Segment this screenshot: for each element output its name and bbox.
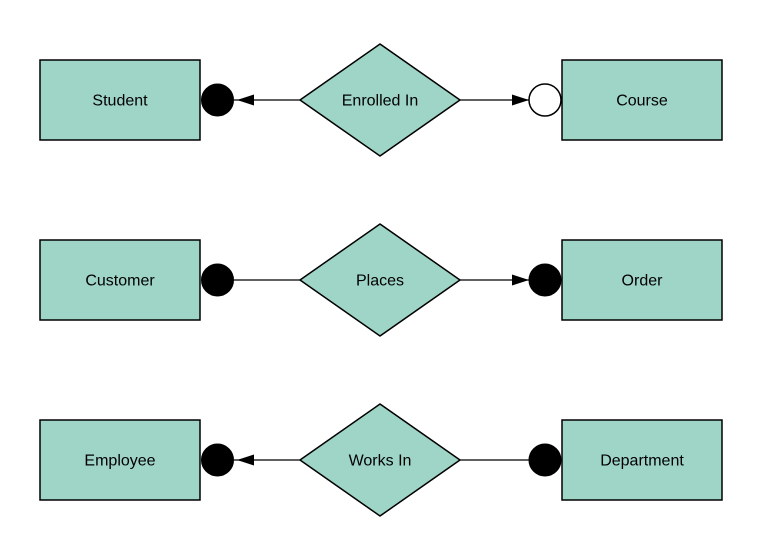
entity-box-student: [39, 59, 201, 141]
filled-circle-marker: [528, 443, 562, 477]
entity-label: Department: [600, 453, 684, 470]
entity-box-department: [561, 419, 723, 501]
right-arrowhead-icon: [512, 94, 529, 106]
relationship-row-places: Customer Places Order: [39, 223, 723, 337]
entity-label: Customer: [85, 273, 155, 290]
open-circle-marker: [528, 83, 562, 117]
relationship-label: Enrolled In: [342, 93, 419, 110]
entity-box-customer: [39, 239, 201, 321]
relationship-label: Places: [356, 273, 404, 290]
relationship-label: Works In: [349, 453, 412, 470]
right-arrowhead-icon: [512, 274, 529, 286]
left-arrowhead-icon: [237, 454, 254, 466]
relationship-row-enrolled-in: Student Enrolled In Course: [39, 43, 723, 157]
entity-label: Student: [92, 93, 148, 110]
filled-circle-marker: [528, 263, 562, 297]
entity-label: Order: [622, 273, 664, 290]
filled-circle-marker: [201, 263, 234, 297]
entity-label: Employee: [84, 453, 155, 470]
relationship-row-works-in: Employee Works In Department: [39, 403, 723, 517]
entity-box-employee: [39, 419, 201, 501]
filled-circle-marker: [201, 83, 234, 117]
entity-box-order: [561, 239, 723, 321]
filled-circle-marker: [201, 443, 234, 477]
left-arrowhead-icon: [237, 94, 254, 106]
entity-label: Course: [616, 93, 668, 110]
entity-box-course: [561, 59, 723, 141]
